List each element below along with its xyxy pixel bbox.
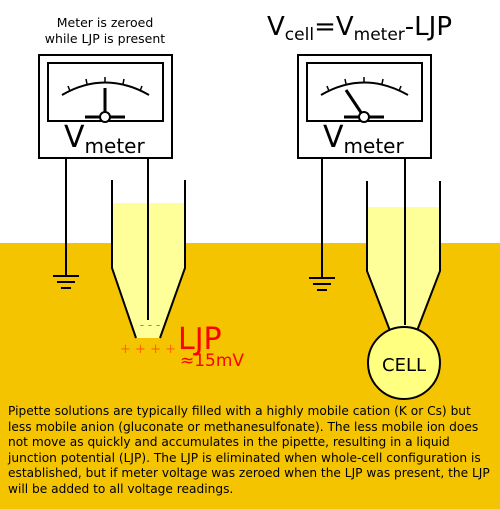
left-meter-label: Vmeter: [64, 120, 145, 158]
equation: Vcell=Vmeter-LJP: [267, 12, 452, 45]
left-note-line2: while LJP is present: [45, 31, 165, 46]
right-pipette: [366, 181, 441, 337]
right-pipette-solution: [367, 207, 440, 336]
left-pipette: [111, 180, 186, 339]
ljp-value: ≈15mV: [180, 351, 244, 371]
cell-label: CELL: [382, 355, 426, 376]
left-ground-icon: [53, 275, 79, 289]
ljp-label: LJP: [178, 322, 222, 357]
left-meter-pivot: [99, 111, 111, 123]
right-meter-label: Vmeter: [323, 120, 404, 158]
left-meter-ticks: [67, 77, 143, 92]
right-meter-pivot: [358, 111, 370, 123]
tip-plus-charges: + + + +: [120, 342, 176, 357]
left-note-line1: Meter is zeroed: [57, 15, 154, 30]
right-ground-icon: [309, 277, 335, 291]
explanation-caption: Pipette solutions are typically filled w…: [8, 404, 490, 496]
tip-minus-charges: - - -: [140, 318, 161, 332]
cell: [367, 326, 441, 400]
right-meter-ticks: [326, 77, 402, 92]
